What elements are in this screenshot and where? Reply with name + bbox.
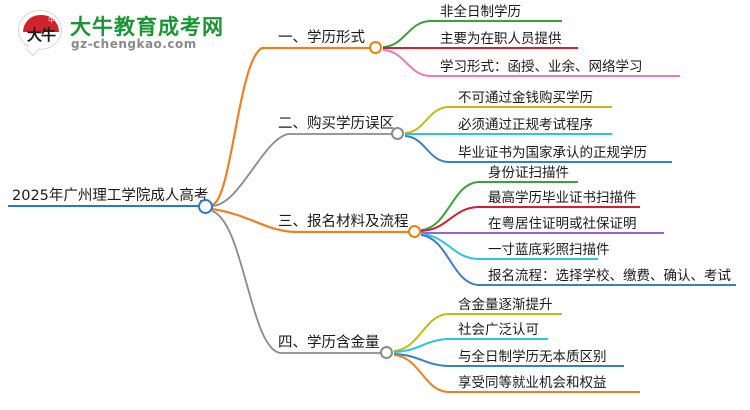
- leaf-3-3-label[interactable]: 在粤居住证明或社保证明: [488, 216, 637, 232]
- leaf-3-1-label[interactable]: 身份证扫描件: [488, 165, 569, 181]
- branch-3-node-handle[interactable]: [408, 225, 421, 238]
- root-node-label[interactable]: 2025年广州理工学院成人高考: [12, 188, 209, 204]
- site-logo[interactable]: 牛 大牛 大牛教育成考网 gz-chengkao.com: [18, 8, 223, 56]
- branch-4-label[interactable]: 四、学历含金量: [278, 335, 380, 351]
- leaf-3-5-label[interactable]: 报名流程：选择学校、缴费、确认、考试: [488, 268, 731, 284]
- branch-3-label[interactable]: 三、报名材料及流程: [278, 214, 409, 230]
- branch-4-node-handle[interactable]: [380, 346, 393, 359]
- leaf-1-1-label[interactable]: 非全日制学历: [440, 4, 521, 20]
- logo-brand-name: 大牛教育成考网: [70, 15, 224, 39]
- branch-2-label[interactable]: 二、购买学历误区: [278, 116, 394, 132]
- branch-line-4: [211, 210, 386, 354]
- leaf-4-2-label[interactable]: 社会广泛认可: [458, 322, 539, 338]
- leaf-3-2-label[interactable]: 最高学历毕业证书扫描件: [488, 190, 637, 206]
- logo-dome-shape: 牛: [23, 15, 59, 32]
- leaf-1-3-label[interactable]: 学习形式：函授、业余、网络学习: [440, 59, 643, 75]
- logo-mark-text: 大牛: [26, 26, 56, 44]
- leaf-2-3-label[interactable]: 毕业证书为国家承认的正规学历: [458, 145, 647, 161]
- leaf-3-4-label[interactable]: 一寸蓝底彩照扫描件: [488, 242, 610, 258]
- leaf-2-1-label[interactable]: 不可通过金钱购买学历: [458, 90, 593, 106]
- logo-dome-badge: 牛: [48, 17, 55, 24]
- leaf-4-4-label[interactable]: 享受同等就业机会和权益: [458, 375, 607, 391]
- logo-domain-text: gz-chengkao.com: [71, 37, 197, 51]
- branch-2-node-handle[interactable]: [391, 127, 404, 140]
- leaf-4-3-label[interactable]: 与全日制学历无本质区别: [458, 349, 607, 365]
- leaf-1-2-label[interactable]: 主要为在职人员提供: [440, 31, 562, 47]
- branch-1-label[interactable]: 一、学历形式: [278, 30, 365, 46]
- root-node-handle[interactable]: [198, 199, 213, 214]
- branch-1-node-handle[interactable]: [369, 41, 382, 54]
- leaf-4-1-label[interactable]: 含金量逐渐提升: [458, 297, 553, 313]
- leaf-2-2-label[interactable]: 必须通过正规考试程序: [458, 117, 593, 133]
- logo-speech-bubble-icon: 牛 大牛: [18, 10, 62, 50]
- branch-line-2: [211, 133, 397, 207]
